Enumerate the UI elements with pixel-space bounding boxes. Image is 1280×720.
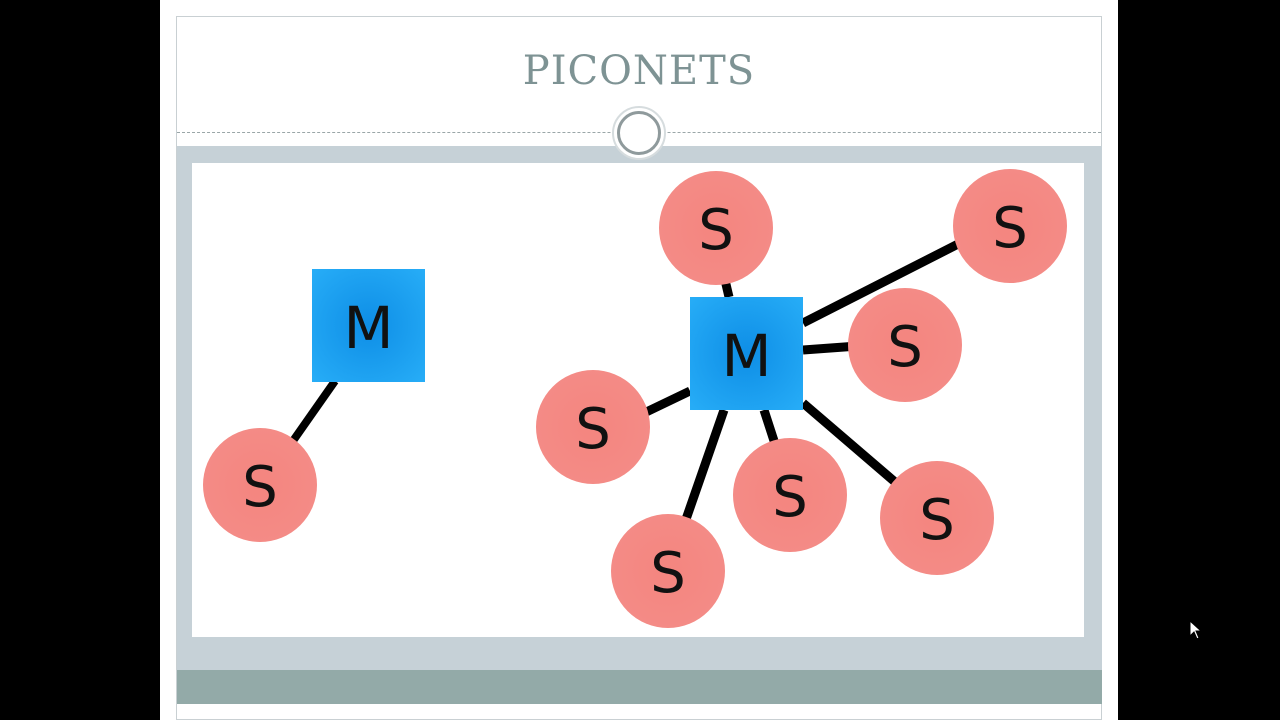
master-label: M <box>343 294 393 362</box>
link-line <box>800 399 905 492</box>
master-node: M <box>690 297 803 410</box>
slave-label: S <box>992 196 1028 261</box>
master-node: M <box>312 269 425 382</box>
slave-label: S <box>887 315 923 380</box>
slave-node: S <box>611 514 725 628</box>
slave-label: S <box>698 198 734 263</box>
piconet-2: S S S S S S S M <box>536 169 1067 628</box>
slave-node: S <box>880 461 994 575</box>
slave-label: S <box>650 541 686 606</box>
slave-node: S <box>203 428 317 542</box>
master-label: M <box>721 322 771 390</box>
slave-node: S <box>659 171 773 285</box>
slave-node: S <box>536 370 650 484</box>
piconet-diagram: M S S S S S <box>192 163 1084 637</box>
slave-label: S <box>242 455 278 520</box>
slave-label: S <box>919 488 955 553</box>
slave-node: S <box>953 169 1067 283</box>
link-line <box>638 386 692 420</box>
slave-node: S <box>848 288 962 402</box>
link-line <box>679 408 729 527</box>
link-line <box>800 236 967 328</box>
ring-ornament-icon <box>617 111 661 155</box>
slave-label: S <box>575 397 611 462</box>
piconet-1: M S <box>203 269 425 542</box>
pointer-arrow-icon <box>1189 620 1203 640</box>
slave-node: S <box>733 438 847 552</box>
slave-label: S <box>772 465 808 530</box>
footer-band <box>177 670 1102 704</box>
link-line <box>284 378 339 451</box>
slide-title: PICONETS <box>522 48 756 94</box>
